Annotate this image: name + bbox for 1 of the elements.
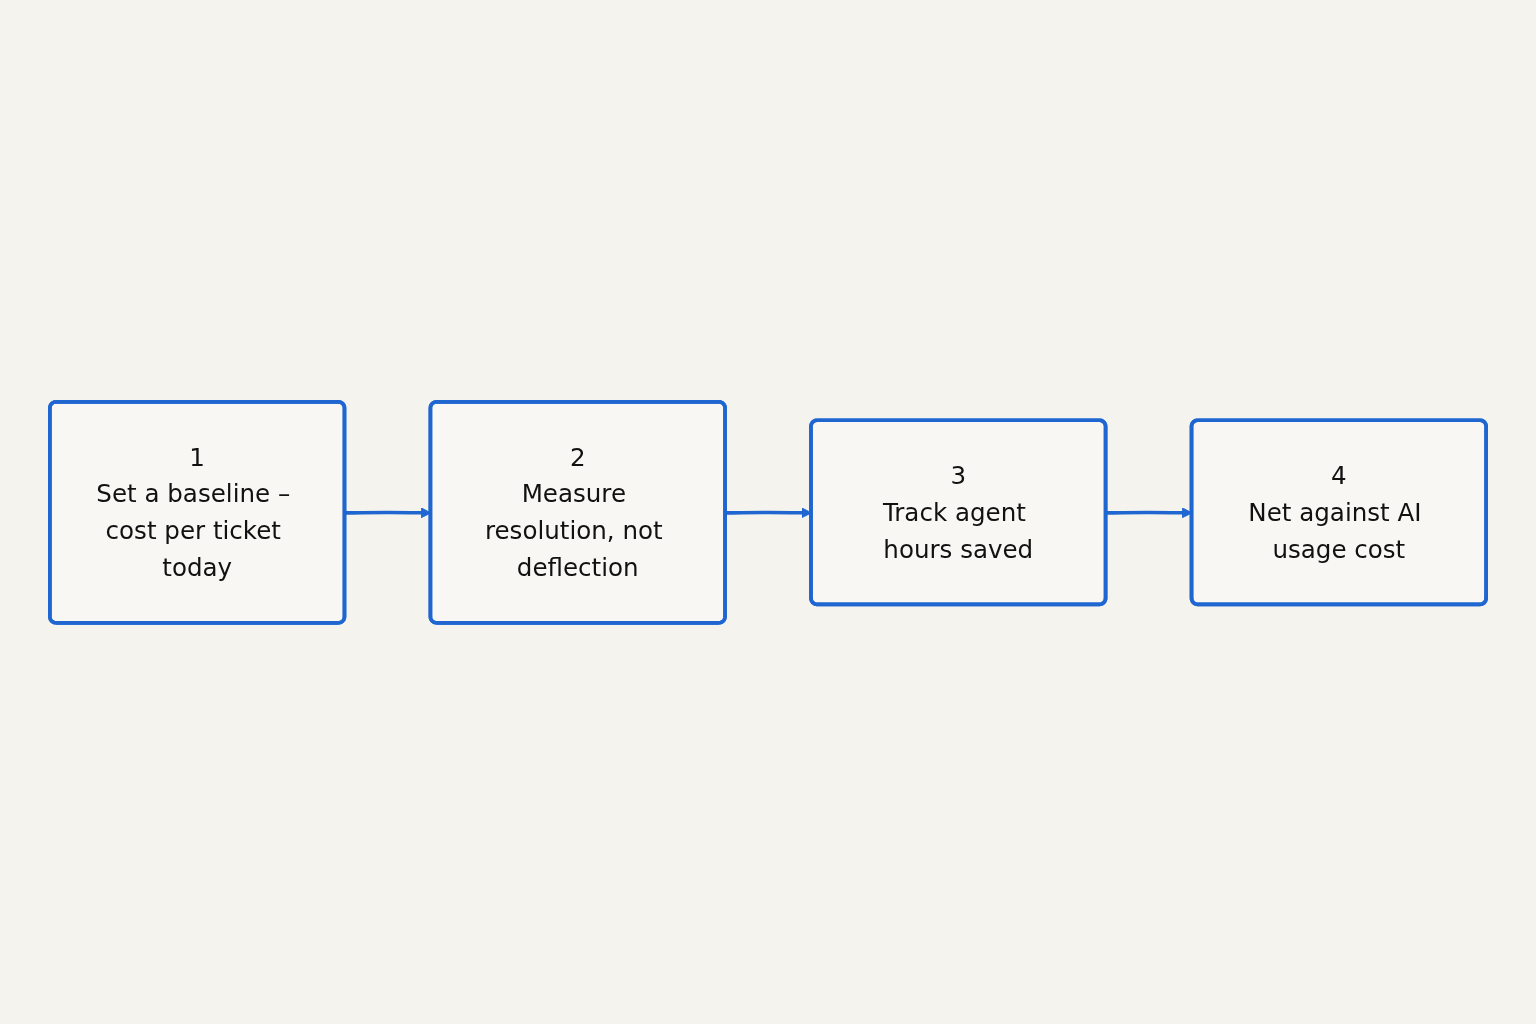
flowchart: 1 Set a baseline – cost per ticket today 2 Measure resolution, not deflection 3 Track agent hours saved 4 Net against AI usage cost	[40, 391, 1496, 633]
